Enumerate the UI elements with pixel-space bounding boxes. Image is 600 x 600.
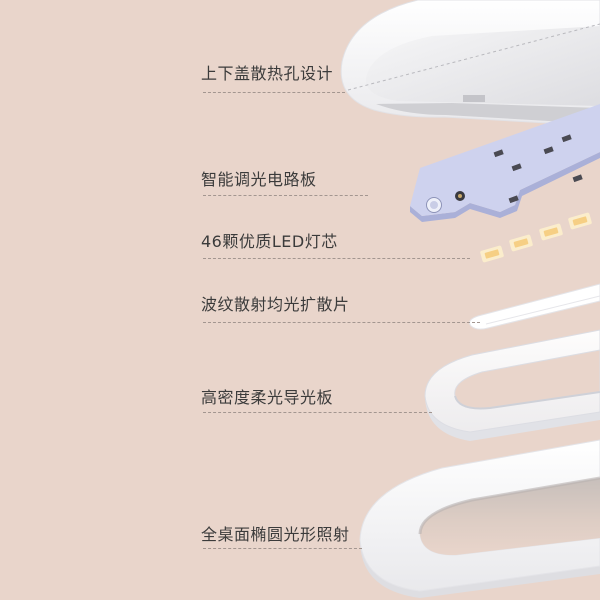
top-cover (340, 0, 600, 127)
led-chip (568, 212, 592, 230)
callout-label-housing: 全桌面椭圆光形照射 (201, 525, 350, 544)
bottom-housing (359, 439, 600, 598)
callout-label-led: 46颗优质LED灯芯 (201, 232, 338, 251)
diffuser-strip (469, 283, 600, 330)
callout-label-diffuser: 波纹散射均光扩散片 (201, 295, 350, 314)
led-chips (480, 212, 592, 263)
callout-leader-line (203, 548, 362, 549)
housing-opening (420, 478, 600, 556)
cover-vent-line (347, 23, 600, 91)
callout-label-top-cover: 上下盖散热孔设计 (201, 64, 334, 83)
callout-label-pcb: 智能调光电路板 (201, 170, 317, 189)
callout-leader-line (203, 258, 470, 259)
callout-leader-line (203, 92, 345, 93)
pcb-chip (493, 134, 583, 204)
led-chip (480, 245, 504, 263)
callout-leader-line (203, 195, 368, 196)
callout-label-light-guide: 高密度柔光导光板 (201, 388, 334, 407)
led-chip (539, 223, 563, 241)
pcb-board (410, 104, 600, 222)
led-chip (509, 234, 533, 252)
callout-leader-line (203, 322, 480, 323)
light-guide-plate (424, 329, 600, 441)
cover-tab (463, 95, 485, 102)
callout-leader-line (203, 412, 432, 413)
